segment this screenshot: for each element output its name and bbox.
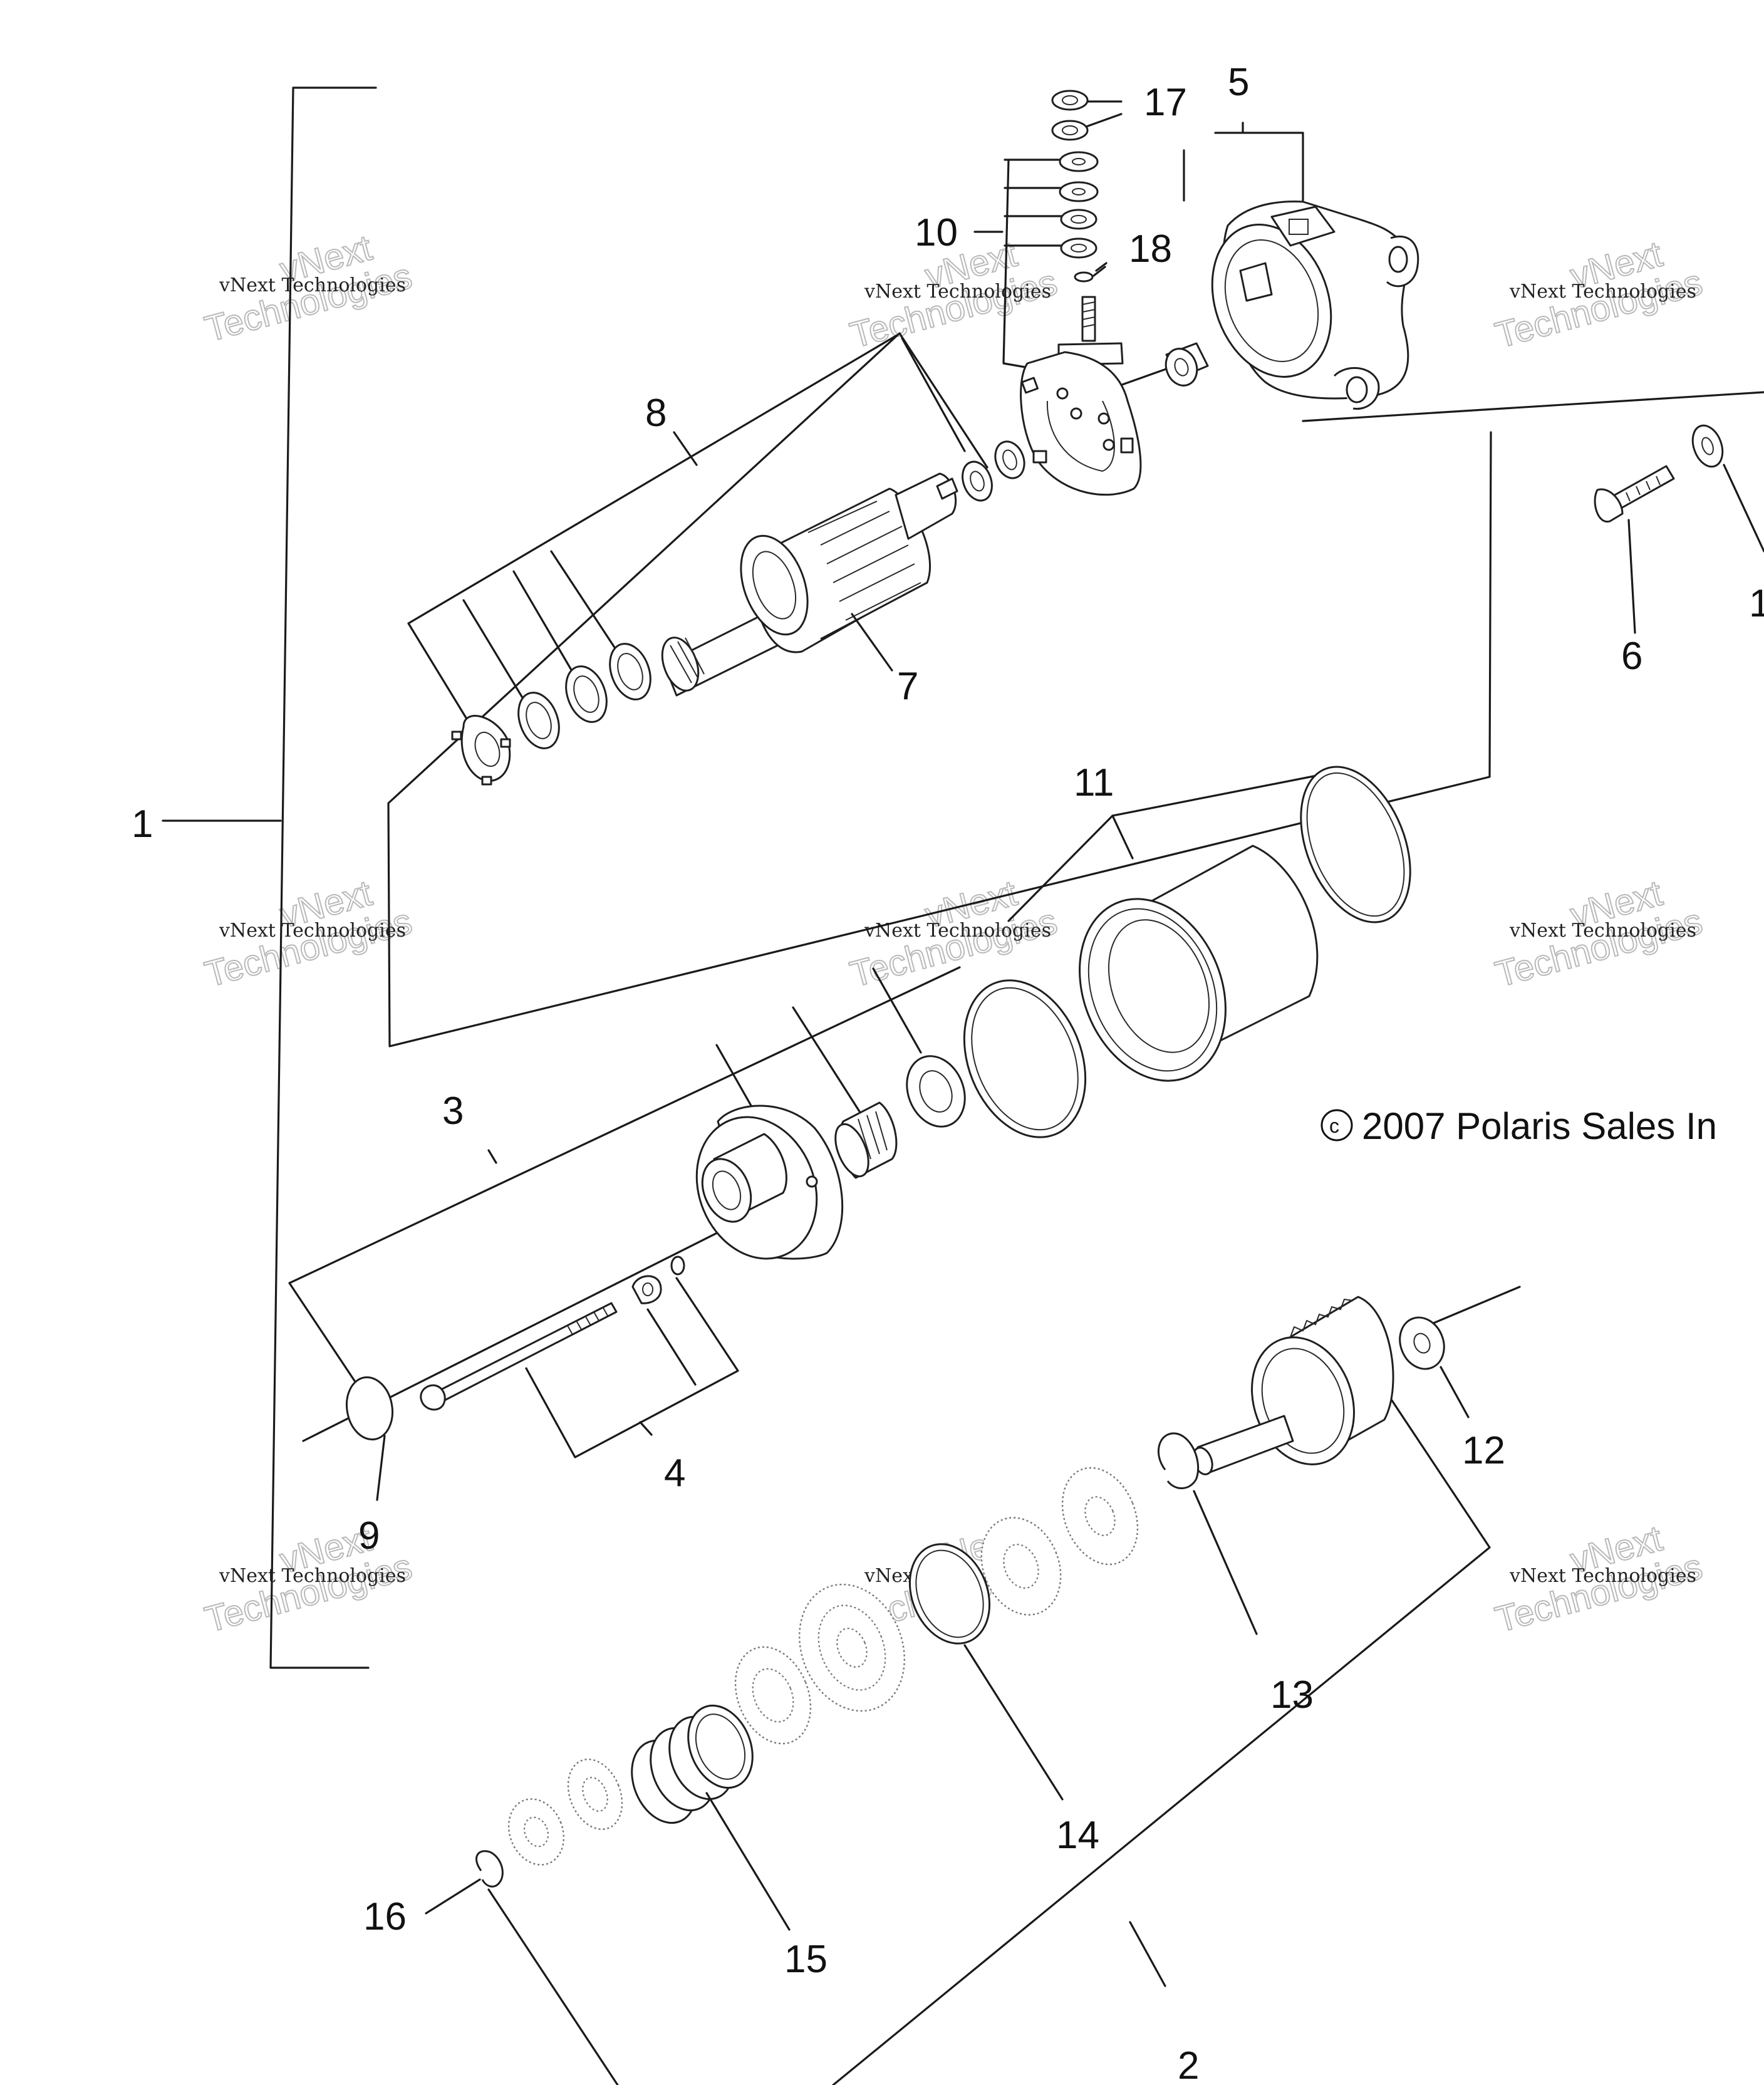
- bracket-2: [487, 1333, 1491, 2085]
- svg-text:vNext Technologies: vNext Technologies: [219, 274, 406, 296]
- leader-3: [487, 1149, 497, 1164]
- bracket-3: [288, 966, 961, 1382]
- watermark-7: Technologies vNext vNext Technologies: [200, 1517, 417, 1641]
- svg-text:vNext Technologies: vNext Technologies: [219, 920, 406, 942]
- leader-8-b: [901, 337, 966, 452]
- part-3-front-cover[interactable]: [676, 1099, 844, 1277]
- callout-11: 11: [1074, 761, 1114, 804]
- callout-5: 5: [1228, 61, 1249, 104]
- watermark-4: Technologies vNext vNext Technologies: [200, 872, 417, 996]
- callout-13: 13: [1270, 1673, 1314, 1717]
- part-12-washer[interactable]: [1393, 1311, 1470, 1418]
- part-4-through-bolt[interactable]: [420, 1256, 685, 1411]
- bracket-5: [1214, 122, 1304, 202]
- callout-17: 17: [1144, 81, 1187, 124]
- bracket-8: [387, 332, 1492, 1048]
- part-5-housing[interactable]: [1192, 200, 1419, 410]
- watermark-6: Technologies vNext vNext Technologies: [1490, 872, 1707, 996]
- part-2-clutch[interactable]: [1190, 1296, 1394, 1479]
- part-bushing[interactable]: [1161, 342, 1209, 390]
- part-6-bolt[interactable]: [1594, 465, 1675, 634]
- callout-1: 1: [132, 803, 153, 846]
- leader-7: [851, 613, 893, 672]
- copyright-notice: c 2007 Polaris Sales In: [1320, 1105, 1717, 1147]
- callout-10: 10: [915, 211, 958, 254]
- part-11-yoke[interactable]: [942, 751, 1431, 1155]
- leader-18: [1095, 262, 1108, 272]
- svg-text:vNext Technologies: vNext Technologies: [219, 1565, 406, 1587]
- callout-8: 8: [645, 392, 667, 435]
- svg-text:vNext Technologies: vNext Technologies: [1509, 1565, 1696, 1587]
- part-armature-end-washers[interactable]: [957, 437, 1029, 504]
- callout-12: 12: [1462, 1429, 1505, 1472]
- part-needle-bearing[interactable]: [829, 1101, 898, 1181]
- bracket-10-ticks: [1004, 159, 1066, 247]
- part-shaft-washers[interactable]: [451, 638, 658, 786]
- callout-9: 9: [358, 1514, 380, 1557]
- callout-7: 7: [897, 665, 918, 708]
- callout-2: 2: [1178, 2044, 1199, 2085]
- watermark-5: Technologies vNext vNext Technologies: [845, 872, 1062, 996]
- leader-8: [673, 431, 698, 466]
- callout-16: 16: [363, 1895, 407, 1938]
- callout-4: 4: [664, 1452, 685, 1495]
- watermark-3: Technologies vNext vNext Technologies: [1490, 233, 1707, 356]
- svg-text:vNext Technologies: vNext Technologies: [864, 281, 1051, 303]
- bracket-4: [525, 1277, 739, 1458]
- part-17-nuts[interactable]: [1051, 90, 1089, 141]
- axis-upper: [1114, 366, 1173, 388]
- bracket-11: [1007, 773, 1324, 922]
- part-13-snap-ring[interactable]: [1158, 1432, 1258, 1635]
- leader-2: [1129, 1921, 1166, 1987]
- callout-6: 6: [1621, 635, 1642, 678]
- callout-15: 15: [784, 1938, 828, 1981]
- part-10-washers[interactable]: [1059, 151, 1099, 259]
- callout-14: 14: [1056, 1814, 1099, 1857]
- watermark-9: Technologies vNext vNext Technologies: [1490, 1517, 1707, 1641]
- part-7-armature[interactable]: [656, 472, 958, 697]
- leader-4: [639, 1421, 653, 1436]
- copyright-text: 2007 Polaris Sales In: [1362, 1105, 1717, 1147]
- watermark-1: Technologies vNext vNext Technologies: [200, 227, 417, 350]
- callout-18: 18: [1129, 227, 1172, 271]
- svg-text:vNext Technologies: vNext Technologies: [1509, 281, 1696, 303]
- part-bearing[interactable]: [896, 1048, 975, 1136]
- callout-3: 3: [442, 1089, 464, 1133]
- part-brush-plate[interactable]: [1020, 296, 1142, 496]
- part-14-circlip[interactable]: [896, 1532, 1064, 1801]
- part-19-washer[interactable]: [1688, 422, 1764, 553]
- leader-housing-right: [1302, 391, 1764, 422]
- part-15-spring[interactable]: [620, 1696, 791, 1931]
- part-18-oring[interactable]: [1074, 266, 1106, 283]
- copyright-symbol: c: [1329, 1115, 1339, 1137]
- part-dotted-clutch-set[interactable]: [499, 1457, 1151, 1873]
- bracket-assembly: [269, 86, 377, 1669]
- part-16-snap-ring[interactable]: [425, 1850, 504, 1915]
- svg-text:vNext Technologies: vNext Technologies: [1509, 920, 1696, 942]
- callout-19-cropped: 1: [1749, 582, 1764, 625]
- bracket-8-washer-leaders: [407, 334, 898, 736]
- part-9-cap[interactable]: [342, 1374, 397, 1501]
